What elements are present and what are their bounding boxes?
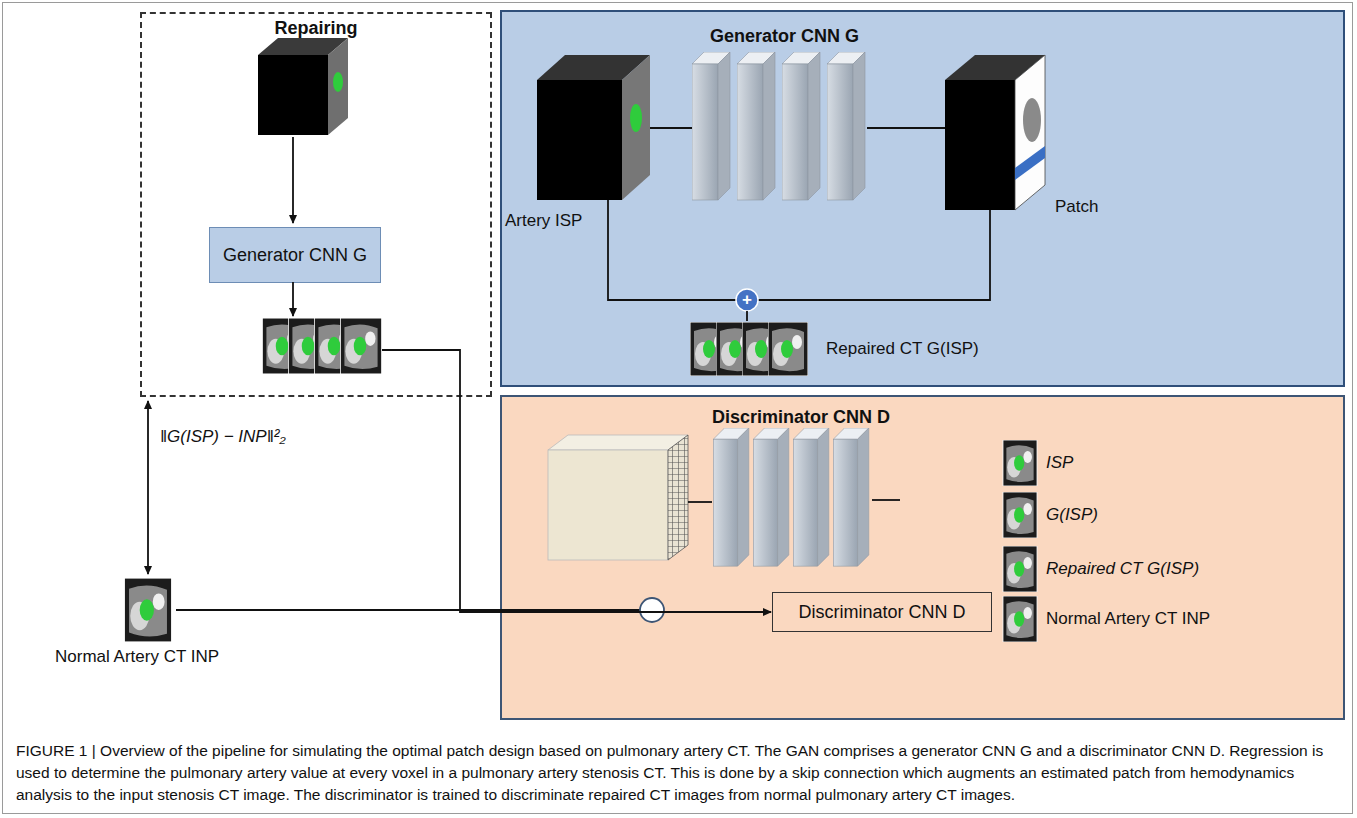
box-label: Discriminator CNN D	[792, 601, 971, 623]
panel-title: Repairing	[142, 18, 490, 39]
process-box: Generator CNN G	[209, 227, 381, 283]
sum-symbol: +	[736, 289, 758, 311]
image-label: Normal Artery CT INP	[1046, 608, 1210, 629]
image-label: Artery ISP	[505, 210, 582, 231]
panel-title: Discriminator CNN D	[712, 407, 890, 428]
image-label: Normal Artery CT INP	[55, 646, 219, 667]
image-label: Repaired CT G(ISP)	[1046, 558, 1199, 579]
image-label: G(ISP)	[1046, 504, 1098, 525]
box-label: Generator CNN G	[217, 244, 373, 266]
image-label: ISP	[1046, 452, 1073, 473]
loss-formula: ‖G(ISP) − INP‖²₂	[160, 426, 286, 447]
panel-title: Generator CNN G	[710, 26, 859, 47]
figure-caption: FIGURE 1 | Overview of the pipeline for …	[16, 740, 1338, 806]
image-label: Patch	[1055, 196, 1098, 217]
connector	[460, 397, 771, 612]
process-box: Discriminator CNN D	[772, 592, 992, 632]
image-label: Repaired CT G(ISP)	[826, 338, 979, 359]
